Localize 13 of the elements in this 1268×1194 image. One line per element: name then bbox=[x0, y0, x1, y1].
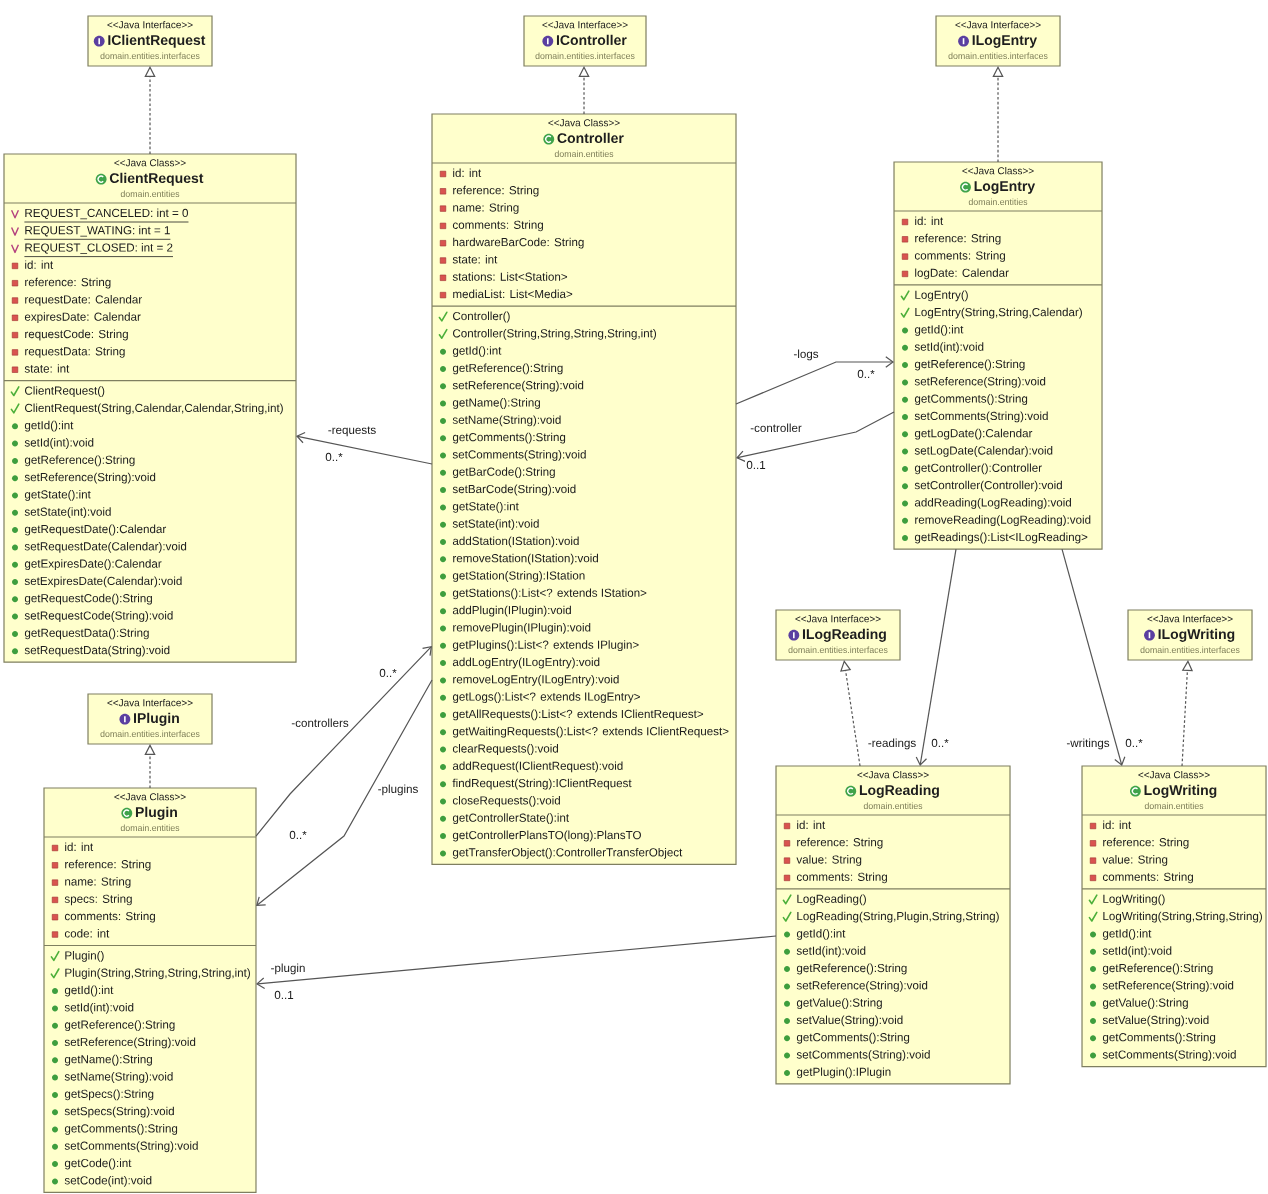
realization-arrow bbox=[144, 744, 156, 789]
association-arrow bbox=[296, 431, 433, 465]
realization-arrow bbox=[144, 66, 156, 155]
realization-arrow bbox=[992, 66, 1004, 163]
association-arrow bbox=[1061, 548, 1126, 766]
association-arrow bbox=[915, 548, 957, 766]
association-arrow bbox=[735, 356, 894, 405]
realization-arrow bbox=[840, 660, 861, 767]
realization-arrow bbox=[578, 66, 590, 115]
association-arrow bbox=[256, 935, 777, 990]
association-arrow bbox=[736, 411, 895, 462]
association-arrow bbox=[256, 679, 433, 906]
association-arrow bbox=[255, 646, 432, 837]
